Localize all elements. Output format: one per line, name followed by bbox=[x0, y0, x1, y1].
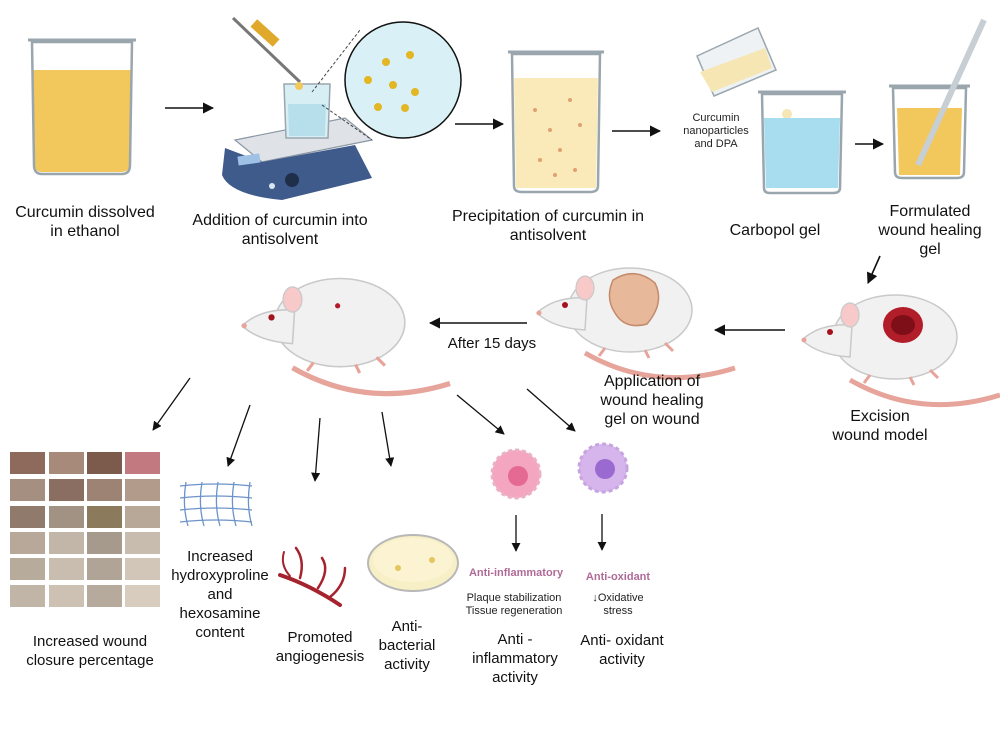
blood-vessel bbox=[278, 546, 347, 607]
rat-healed bbox=[242, 279, 450, 394]
label-nanoparticles-dpa: Curcumin nanoparticles and DPA bbox=[683, 112, 749, 150]
beaker-ethanol bbox=[28, 38, 136, 176]
label-step-antisolvent: Addition of curcumin into antisolvent bbox=[192, 212, 368, 248]
petri-dish bbox=[367, 534, 459, 592]
wound-photo-grid bbox=[10, 452, 160, 607]
label-wound-closure: Increased wound closure percentage bbox=[26, 633, 154, 669]
magnetic-stirrer bbox=[222, 16, 462, 200]
label-after-15-days: After 15 days bbox=[447, 335, 537, 352]
label-formulated-gel: Formulated wound healing gel bbox=[878, 203, 982, 258]
collagen-mesh bbox=[179, 481, 253, 527]
label-antibacterial: Anti- bacterial activity bbox=[378, 618, 436, 673]
beaker-final-gel bbox=[889, 18, 987, 180]
note-anti-oxidant: ↓Oxidative stress bbox=[592, 592, 644, 617]
inflammatory-cell bbox=[490, 448, 542, 500]
label-step-ethanol: Curcumin dissolved in ethanol bbox=[15, 204, 155, 240]
tag-anti-inflammatory: Anti-inflammatory bbox=[468, 567, 564, 579]
rat-gel-applied bbox=[537, 268, 736, 378]
label-anti-oxidant: Anti- oxidant activity bbox=[580, 632, 664, 668]
beaker-carbopol bbox=[696, 26, 846, 195]
label-step-precipitation: Precipitation of curcumin in antisolvent bbox=[451, 208, 645, 244]
oxidant-cell bbox=[577, 442, 629, 494]
beaker-precipitation bbox=[508, 50, 604, 194]
label-gel-application: Application of wound healing gel on woun… bbox=[600, 373, 704, 428]
tag-anti-oxidant: Anti-oxidant bbox=[585, 571, 651, 583]
label-anti-inflammatory: Anti - inflammatory activity bbox=[472, 631, 558, 686]
label-carbopol-gel: Carbopol gel bbox=[729, 222, 821, 239]
rat-excision bbox=[802, 295, 1000, 405]
label-hydroxyproline: Increased hydroxyproline and hexosamine … bbox=[171, 548, 269, 641]
label-angiogenesis: Promoted angiogenesis bbox=[275, 629, 365, 665]
label-excision-model: Excision wound model bbox=[832, 408, 928, 444]
note-anti-inflammatory: Plaque stabilization Tissue regeneration bbox=[465, 592, 563, 617]
